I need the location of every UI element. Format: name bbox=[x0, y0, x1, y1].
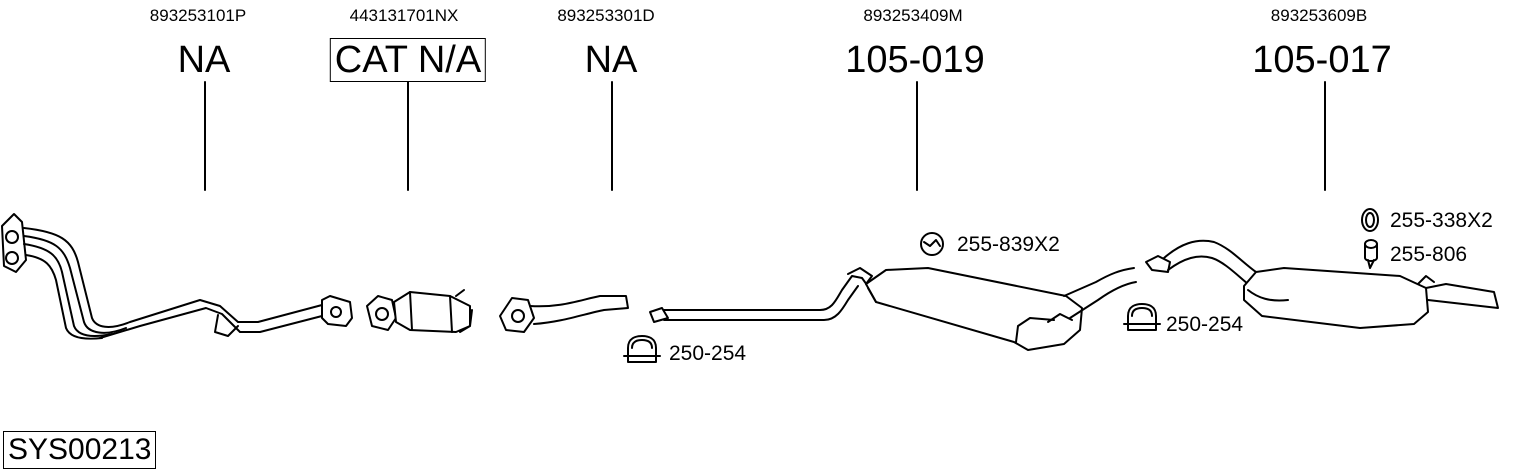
part-code-1: NA bbox=[177, 39, 231, 81]
oe-number-3: 893253301D bbox=[557, 6, 655, 25]
front-pipe-part bbox=[1, 213, 353, 340]
clamp-icon-2 bbox=[1123, 303, 1161, 331]
centre-silencer-part bbox=[649, 267, 1137, 351]
part-code-2: CAT N/A bbox=[329, 38, 487, 82]
oe-number-4: 893253409M bbox=[863, 6, 963, 25]
hanger-label: 255-806 bbox=[1390, 243, 1468, 266]
clamp-label-2: 250-254 bbox=[1166, 313, 1244, 336]
part-code-3: NA bbox=[584, 39, 638, 81]
clamp-label-1: 250-254 bbox=[669, 342, 747, 365]
part-code-4: 105-019 bbox=[845, 39, 985, 81]
rubber-mount-label: 255-839X2 bbox=[957, 233, 1060, 256]
oe-number-5: 893253609B bbox=[1270, 6, 1368, 25]
oe-number-1: 893253101P bbox=[149, 6, 247, 25]
hanger-icon bbox=[1364, 239, 1378, 269]
clamp-icon-1 bbox=[623, 335, 661, 363]
intermediate-pipe-part bbox=[499, 295, 629, 333]
rear-silencer-part bbox=[1145, 239, 1499, 329]
oe-number-2: 443131701NX bbox=[349, 6, 459, 25]
ring-mount-label: 255-338X2 bbox=[1390, 209, 1493, 232]
catalytic-converter-part bbox=[366, 289, 473, 333]
system-code-badge: SYS00213 bbox=[3, 431, 157, 469]
part-code-5: 105-017 bbox=[1252, 39, 1392, 81]
rubber-mount-icon bbox=[920, 232, 944, 256]
ring-mount-icon bbox=[1361, 208, 1379, 232]
